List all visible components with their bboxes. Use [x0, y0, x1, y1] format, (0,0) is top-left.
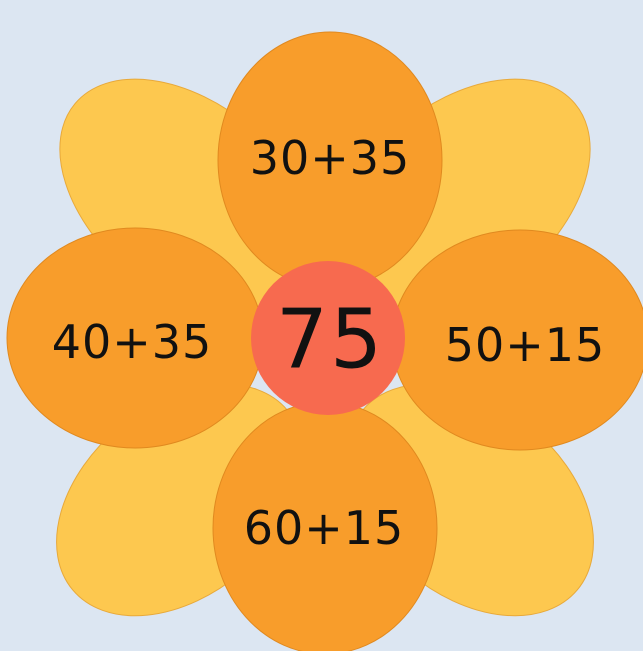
petal-top-expression: 30+35: [250, 131, 411, 185]
petal-left-expression: 40+35: [52, 315, 213, 369]
petal-bottom-expression: 60+15: [244, 501, 405, 555]
petal-right-expression: 50+15: [445, 318, 606, 372]
center-value: 75: [276, 293, 384, 388]
